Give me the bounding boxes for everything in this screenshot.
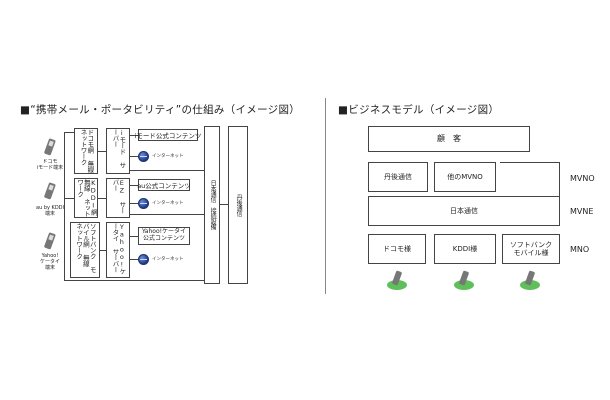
connector-line xyxy=(130,185,138,186)
right-diagram-title: ■ビジネスモデル（イメージ図） xyxy=(338,104,500,116)
bus-line-bottom xyxy=(64,280,204,281)
connector-line xyxy=(130,156,138,157)
row-label-mno: MNO xyxy=(570,245,590,254)
au-content-box: au公式コンテンツ xyxy=(137,179,191,191)
connector-line xyxy=(98,151,106,152)
connector-line xyxy=(64,132,74,133)
device-label-au: au by KDDI 端末 xyxy=(36,205,64,217)
mobile-phone-icon xyxy=(44,232,56,250)
mno-box-kddi: KDDI様 xyxy=(434,234,496,264)
bus-line-left xyxy=(64,132,65,280)
device-label-docomo: ドコモ iモード端末 xyxy=(36,159,64,171)
connector-line xyxy=(130,259,138,260)
imode-content-box: iモード公式コンテンツ xyxy=(135,129,201,141)
connector-line xyxy=(220,204,228,205)
mvno-box-other: 他のMVNO xyxy=(434,162,496,192)
connector-line xyxy=(100,250,106,251)
left-diagram-title: ■“携帯メール・ポータビリティ”の仕組み（イメージ図） xyxy=(20,104,301,116)
connector-line xyxy=(130,214,204,215)
mvne-extension-box xyxy=(500,162,560,196)
imode-server-box: iモード サーバー xyxy=(106,128,130,174)
internet-label: インターネット xyxy=(152,257,184,262)
customer-box: 顧 客 xyxy=(368,126,530,152)
yahoo-content-box: Yahoo!ケータイ 公式コンテンツ xyxy=(138,227,190,245)
row-label-mvne: MVNE xyxy=(570,207,594,216)
internet-label: インターネット xyxy=(152,154,184,159)
softbank-network-box: ソフトバンク モバイル網 無線 ネットワーク xyxy=(70,222,100,278)
internet-globe-icon xyxy=(138,151,149,162)
connector-line xyxy=(130,170,204,171)
kddi-network-box: KDDI網 無線 ネットワーク xyxy=(74,178,98,218)
tango-tsushin-box: 丹後通信 xyxy=(228,126,248,284)
nihon-tsushin-backbone-box: 日本通信 接続設備 xyxy=(204,126,220,284)
connector-line xyxy=(98,198,106,199)
internet-globe-icon xyxy=(138,254,149,265)
mvne-box: 日本通信 xyxy=(368,196,560,226)
connector-line xyxy=(130,135,138,136)
connector-line xyxy=(130,236,138,237)
device-label-softbank: Yahoo! ケータイ 端末 xyxy=(39,253,60,271)
mobile-phone-icon xyxy=(454,270,474,290)
ez-server-box: EZ サーバー xyxy=(106,178,130,218)
mno-box-softbank: ソフトバンク モバイル様 xyxy=(502,234,560,264)
mobile-phone-icon xyxy=(387,270,407,290)
connector-line xyxy=(64,198,74,199)
yahoo-server-box: Yahoo!ケータイ サーバー xyxy=(106,222,130,278)
internet-globe-icon xyxy=(138,198,149,209)
row-label-mvno: MVNO xyxy=(570,174,595,183)
connector-line xyxy=(130,203,138,204)
internet-label: インターネット xyxy=(152,201,184,206)
mobile-phone-icon xyxy=(520,270,540,290)
mobile-phone-icon xyxy=(44,182,56,200)
mno-box-docomo: ドコモ様 xyxy=(368,234,426,264)
mvno-box-tango: 丹後通信 xyxy=(368,162,428,192)
docomo-network-box: ドコモ網 無線 ネットワーク xyxy=(74,128,98,174)
panel-divider xyxy=(325,98,326,294)
mobile-phone-icon xyxy=(44,138,56,156)
